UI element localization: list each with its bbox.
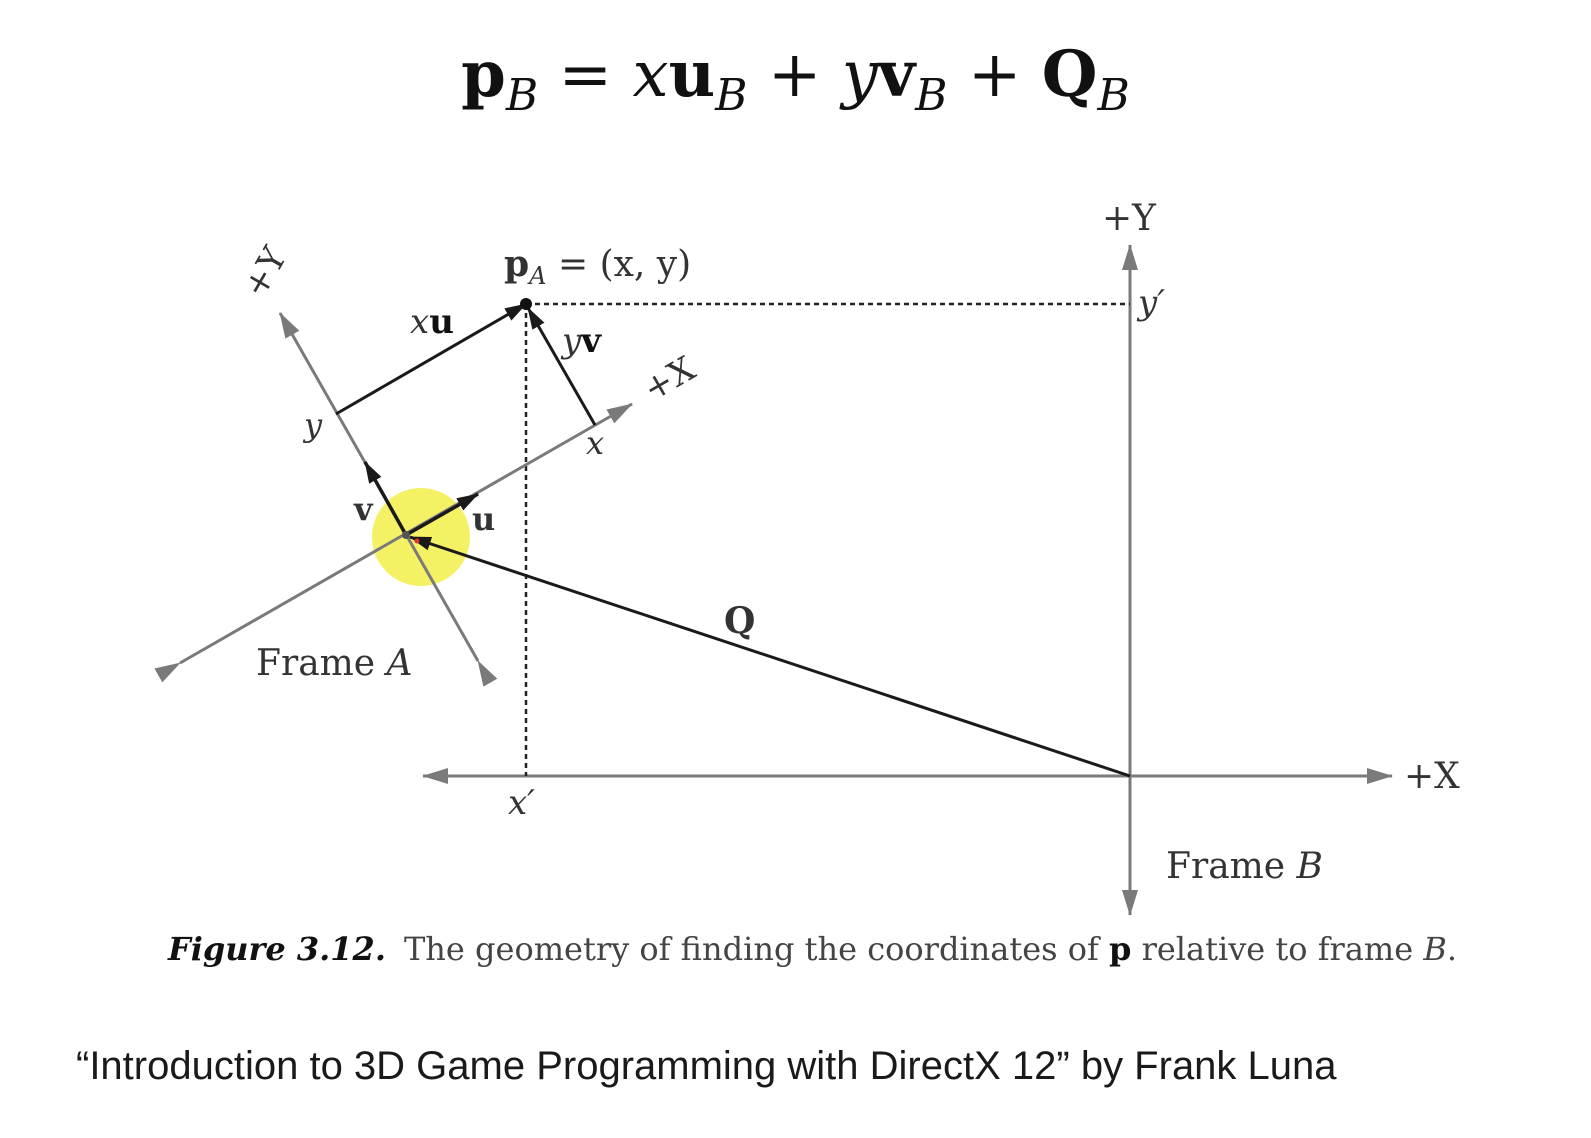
vector-v bbox=[363, 461, 408, 536]
book-credit: “Introduction to 3D Game Programming wit… bbox=[76, 1044, 1337, 1088]
frame-a-tick-x: x bbox=[586, 424, 604, 462]
frame-b-plus-x-label: +X bbox=[1404, 756, 1460, 797]
frame-a-letter: A bbox=[384, 643, 413, 684]
vector-xu bbox=[335, 302, 527, 416]
eq-q-sub: B bbox=[1097, 70, 1130, 121]
point-p-a-label: pA = (x, y) bbox=[504, 243, 691, 290]
point-p-rest: = (x, y) bbox=[547, 244, 692, 285]
yv-coef: y bbox=[560, 321, 582, 361]
caption-bold-p: p bbox=[1109, 930, 1132, 968]
eq-q: Q bbox=[1041, 37, 1098, 112]
frame-a-text: Frame bbox=[256, 643, 387, 684]
frame-b-label: Frame B bbox=[1166, 846, 1323, 887]
eq-p: p bbox=[461, 37, 506, 112]
vector-yv bbox=[526, 307, 597, 426]
vector-v-label: v bbox=[353, 490, 374, 528]
eq-v-sub: B bbox=[915, 70, 948, 121]
eq-u-sub: B bbox=[715, 70, 748, 121]
caption-text-1: The geometry of finding the coordinates … bbox=[403, 930, 1110, 968]
equation-heading: pB = xuB + yvB + QB bbox=[0, 20, 1591, 130]
frame-a-origin bbox=[402, 531, 410, 539]
frame-a-label: Frame A bbox=[256, 643, 413, 684]
frame-a-tick-y: y bbox=[302, 406, 323, 444]
eq-equals: = bbox=[558, 38, 613, 112]
figure-caption: Figure 3.12. The geometry of finding the … bbox=[168, 930, 1548, 968]
xu-vec: u bbox=[429, 302, 454, 342]
eq-v: v bbox=[877, 37, 916, 112]
caption-italic-b: B bbox=[1423, 930, 1447, 968]
frame-b-letter: B bbox=[1296, 846, 1323, 887]
eq-u: u bbox=[668, 37, 716, 112]
yv-vec: v bbox=[580, 321, 602, 361]
frame-b-x-prime-label: x′ bbox=[508, 783, 535, 823]
vector-xu-label: xu bbox=[410, 302, 454, 342]
xu-coef: x bbox=[410, 302, 429, 342]
frame-a-plus-y-label: +Y bbox=[235, 240, 295, 305]
caption-text-2: relative to frame bbox=[1131, 930, 1424, 968]
eq-plus-1: + bbox=[767, 38, 822, 112]
eq-p-sub: B bbox=[505, 70, 539, 121]
frame-b-text: Frame bbox=[1166, 846, 1297, 887]
eq-plus-2: + bbox=[967, 38, 1022, 112]
eq-x: x bbox=[632, 38, 669, 112]
vector-u-label: u bbox=[472, 500, 495, 538]
vector-q-label: Q bbox=[724, 600, 755, 642]
frame-b-y-prime-label: y′ bbox=[1136, 283, 1165, 323]
cursor-dot bbox=[414, 538, 420, 544]
eq-y: y bbox=[841, 38, 878, 112]
vector-q bbox=[409, 535, 1131, 778]
vector-yv-label: yv bbox=[560, 321, 602, 361]
frame-b-plus-y-label: +Y bbox=[1102, 198, 1157, 239]
figure-number: Figure 3.12. bbox=[168, 930, 386, 968]
point-p-sub: A bbox=[527, 262, 546, 290]
frame-a-plus-x-label: +X bbox=[637, 348, 703, 409]
vector-u bbox=[405, 492, 479, 537]
point-p-name: p bbox=[504, 243, 529, 285]
point-p-a bbox=[520, 298, 532, 310]
caption-end: . bbox=[1446, 930, 1458, 968]
